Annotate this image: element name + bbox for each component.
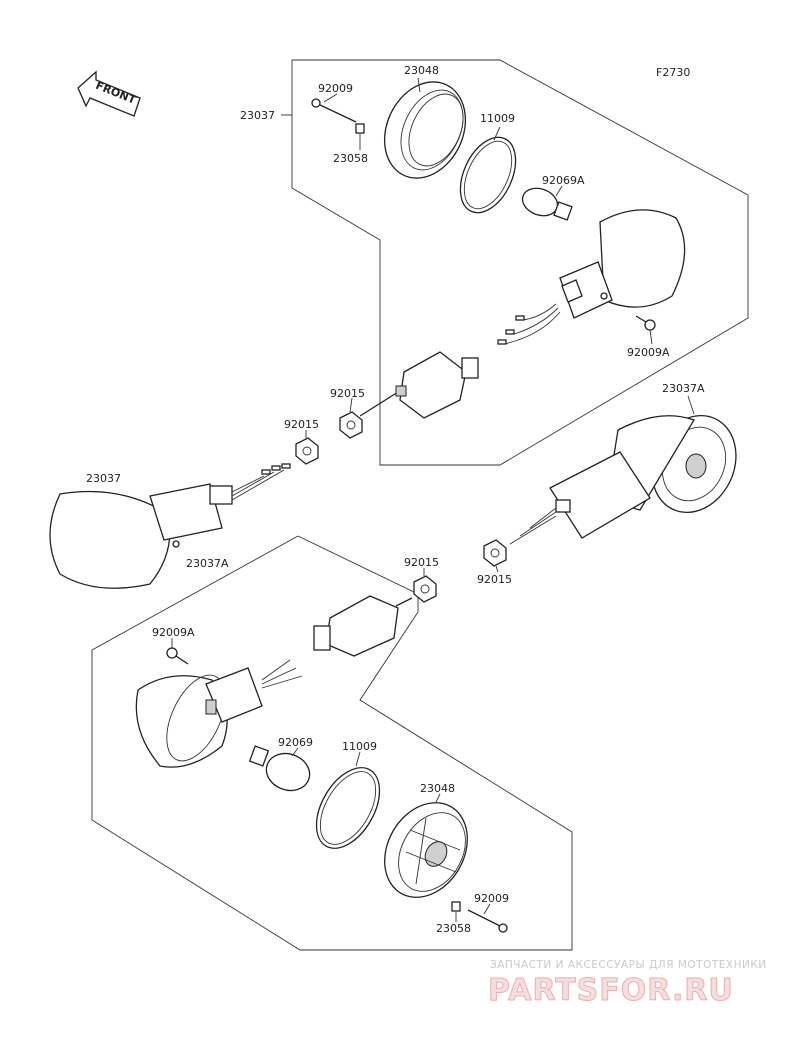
lower-mount-stem: [313, 595, 413, 657]
label-upper-mount-nut: 92015: [330, 387, 365, 400]
label-lower-lens: 23048: [420, 782, 455, 795]
label-lower-bulb: 92069: [278, 736, 313, 749]
label-right-assembly: 23037A: [662, 382, 705, 395]
upper-screw: [635, 315, 656, 331]
right-nut: [483, 539, 507, 567]
front-arrow-icon: FRONT: [77, 70, 141, 117]
upper-gasket: [459, 136, 517, 214]
label-upper-bulb: 92069A: [542, 174, 585, 187]
label-lower-nut-small: 23058: [436, 922, 471, 935]
upper-mount-stem: [359, 351, 479, 419]
label-right-nut: 92015: [477, 573, 512, 586]
label-lower-gasket: 11009: [342, 740, 377, 753]
left-assembly: [49, 463, 291, 589]
upper-housing: [559, 209, 686, 319]
label-upper-nut: 23058: [333, 152, 368, 165]
lower-assembly-boundary: [91, 535, 573, 951]
upper-assembly-boundary: [291, 59, 749, 466]
upper-lens-rim: [383, 81, 467, 179]
label-upper-assembly: 23037: [240, 109, 275, 122]
lower-lens: [384, 802, 468, 898]
label-upper-lens-rim: 23048: [404, 64, 439, 77]
lower-nut-small: [451, 901, 461, 912]
lower-bulb: [248, 745, 311, 792]
upper-nut: [355, 123, 365, 134]
label-lower-bolt: 92009: [474, 892, 509, 905]
label-upper-screw: 92009A: [627, 346, 670, 359]
upper-wires: [497, 303, 561, 345]
upper-bulb: [521, 187, 573, 221]
label-left-nut: 92015: [284, 418, 319, 431]
lower-housing: [135, 659, 303, 768]
right-assembly: [509, 414, 737, 545]
label-lower-screw: 92009A: [152, 626, 195, 639]
leader-lines: [171, 77, 695, 922]
label-lower-assembly: 23037A: [186, 557, 229, 570]
lower-mount-nut: [413, 575, 437, 603]
label-upper-gasket: 11009: [480, 112, 515, 125]
label-upper-bolt: 92009: [318, 82, 353, 95]
upper-mount-nut: [339, 411, 363, 439]
watermark-brand: PARTSFOR.RU: [488, 973, 734, 1008]
lower-gasket: [315, 767, 381, 849]
left-nut: [295, 437, 319, 465]
label-lower-mount-nut: 92015: [404, 556, 439, 569]
lower-bolt: [467, 909, 508, 933]
figure-code: F2730: [656, 66, 690, 79]
lower-screw: [166, 647, 189, 665]
watermark-tagline: ЗАПЧАСТИ И АКСЕССУАРЫ ДЛЯ МОТОТЕХНИКИ: [490, 959, 767, 971]
label-left-assembly: 23037: [86, 472, 121, 485]
upper-bolt: [311, 98, 357, 123]
